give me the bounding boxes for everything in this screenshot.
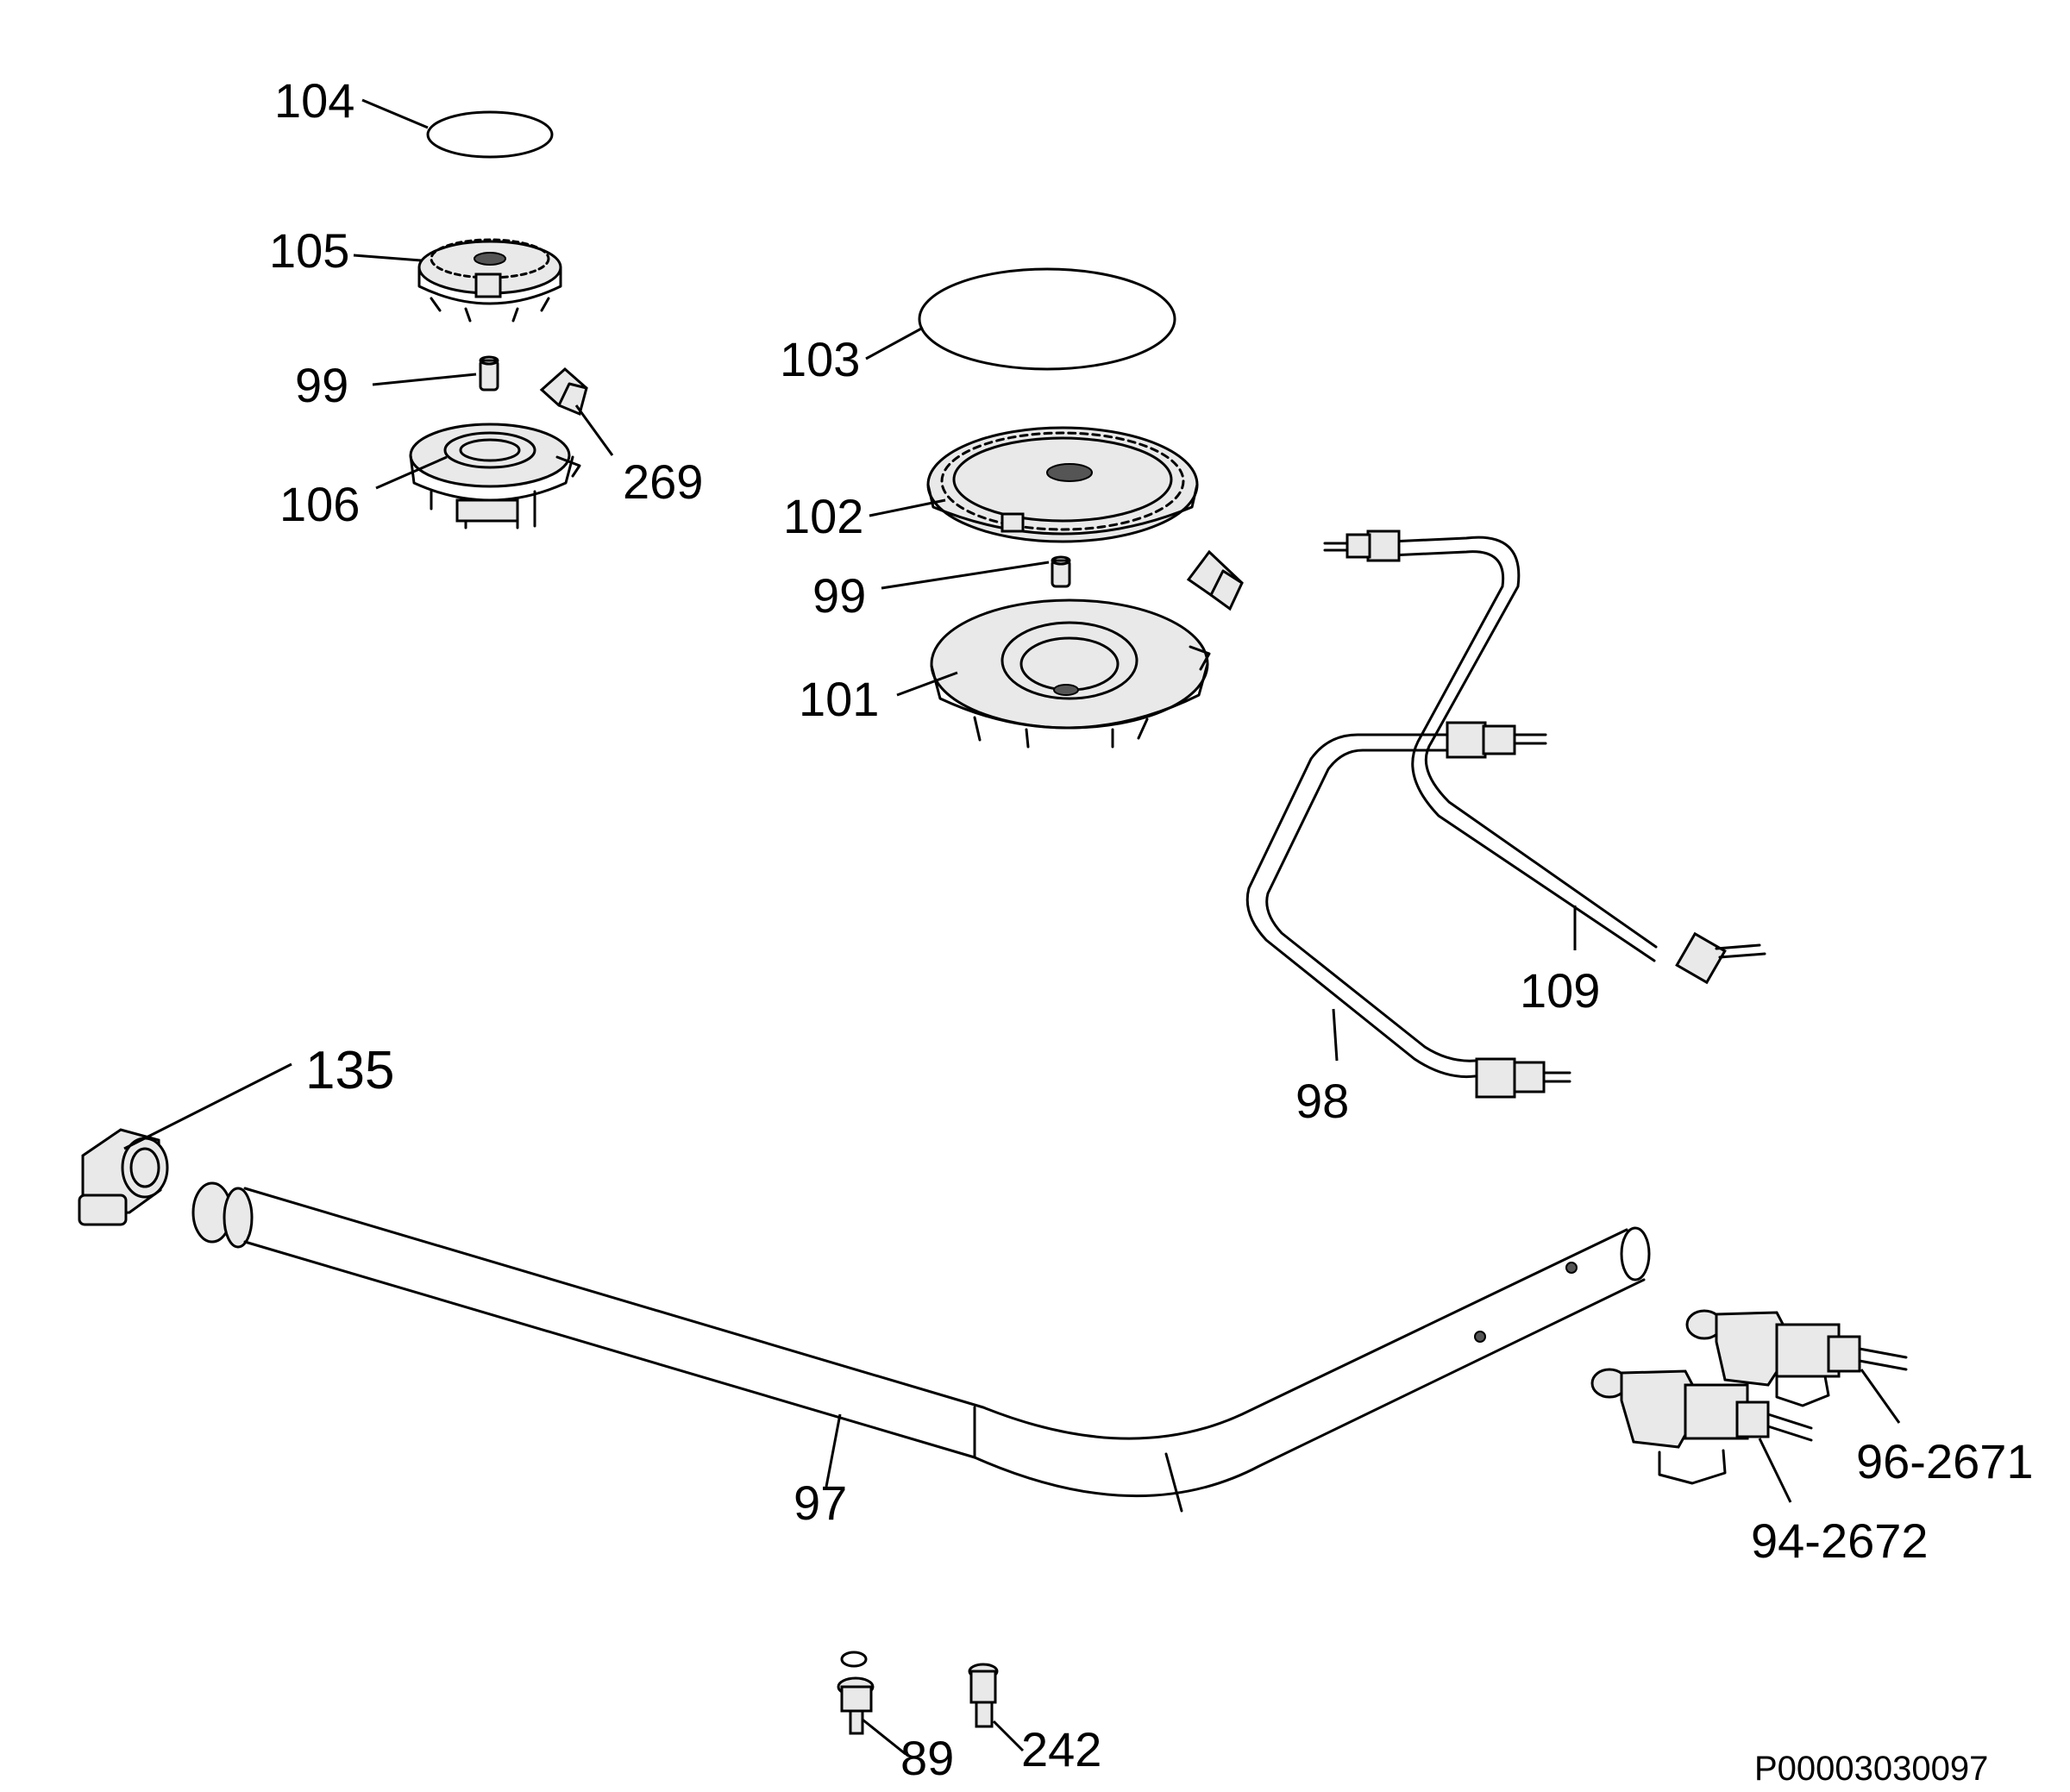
label-98: 98 <box>1295 1074 1349 1128</box>
label-105: 105 <box>269 223 349 278</box>
label-99-large: 99 <box>812 568 866 623</box>
part-269-clip-left <box>539 367 588 417</box>
part-106-small-burner-base <box>409 423 581 529</box>
part-98-gas-pipe <box>1245 721 1571 1099</box>
part-clip-right <box>1186 549 1244 611</box>
label-109: 109 <box>1520 963 1600 1018</box>
part-109-gas-pipe <box>1323 529 1766 985</box>
label-99-small: 99 <box>295 358 348 412</box>
label-135: 135 <box>305 1041 394 1100</box>
part-96-2671-gas-valve <box>1685 1309 1908 1407</box>
label-102: 102 <box>783 489 863 543</box>
label-106: 106 <box>279 477 360 531</box>
label-269: 269 <box>623 454 703 509</box>
label-103: 103 <box>780 332 860 386</box>
part-103-large-burner-cap <box>918 267 1176 371</box>
leader-lines <box>123 98 1901 1756</box>
label-104: 104 <box>274 73 354 128</box>
label-96-2671: 96-2671 <box>1856 1434 2034 1488</box>
part-99-injector-small <box>479 355 499 392</box>
part-89-fitting <box>837 1651 875 1735</box>
part-105-small-burner-crown <box>417 238 562 323</box>
part-labels: 104 105 99 106 269 103 102 99 101 109 98… <box>269 73 2034 1788</box>
part-135-elbow-connector <box>78 1128 169 1226</box>
label-97: 97 <box>794 1476 847 1530</box>
part-104-small-burner-cap <box>426 110 554 159</box>
part-242-fitting <box>968 1663 999 1728</box>
reference-code: P00003030097 <box>1754 1750 1988 1788</box>
label-94-2672: 94-2672 <box>1751 1513 1929 1568</box>
label-242: 242 <box>1021 1722 1101 1776</box>
part-97-main-gas-rail <box>191 1181 1651 1513</box>
part-101-large-burner-base <box>930 598 1211 749</box>
label-101: 101 <box>799 672 879 726</box>
part-94-2672-gas-valve <box>1590 1368 1813 1485</box>
label-89: 89 <box>900 1731 954 1785</box>
part-99-injector-large <box>1051 555 1071 588</box>
part-102-large-burner-crown <box>926 426 1199 543</box>
